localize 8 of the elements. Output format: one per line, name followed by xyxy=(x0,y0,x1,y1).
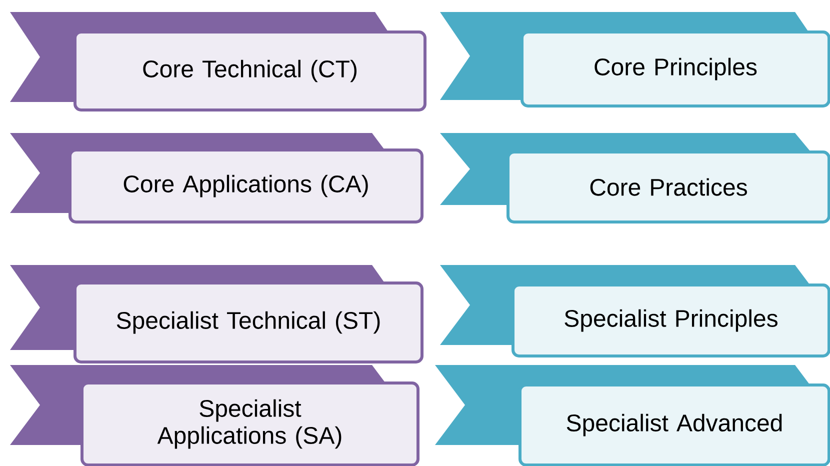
chevron-banner: Specialist Advanced xyxy=(435,365,830,466)
chevron-banner: Core Principles xyxy=(440,12,830,108)
chevron-banner: Core Applications (CA) xyxy=(10,133,424,224)
chevron-banner: Specialist Applications (SA) xyxy=(10,365,420,466)
chevron-banner: Specialist Principles xyxy=(440,265,830,358)
chevron-banner: Core Technical (CT) xyxy=(10,12,426,112)
chevron-banner: Core Practices xyxy=(440,133,830,224)
chevron-banner: Specialist Technical (ST) xyxy=(10,265,424,364)
